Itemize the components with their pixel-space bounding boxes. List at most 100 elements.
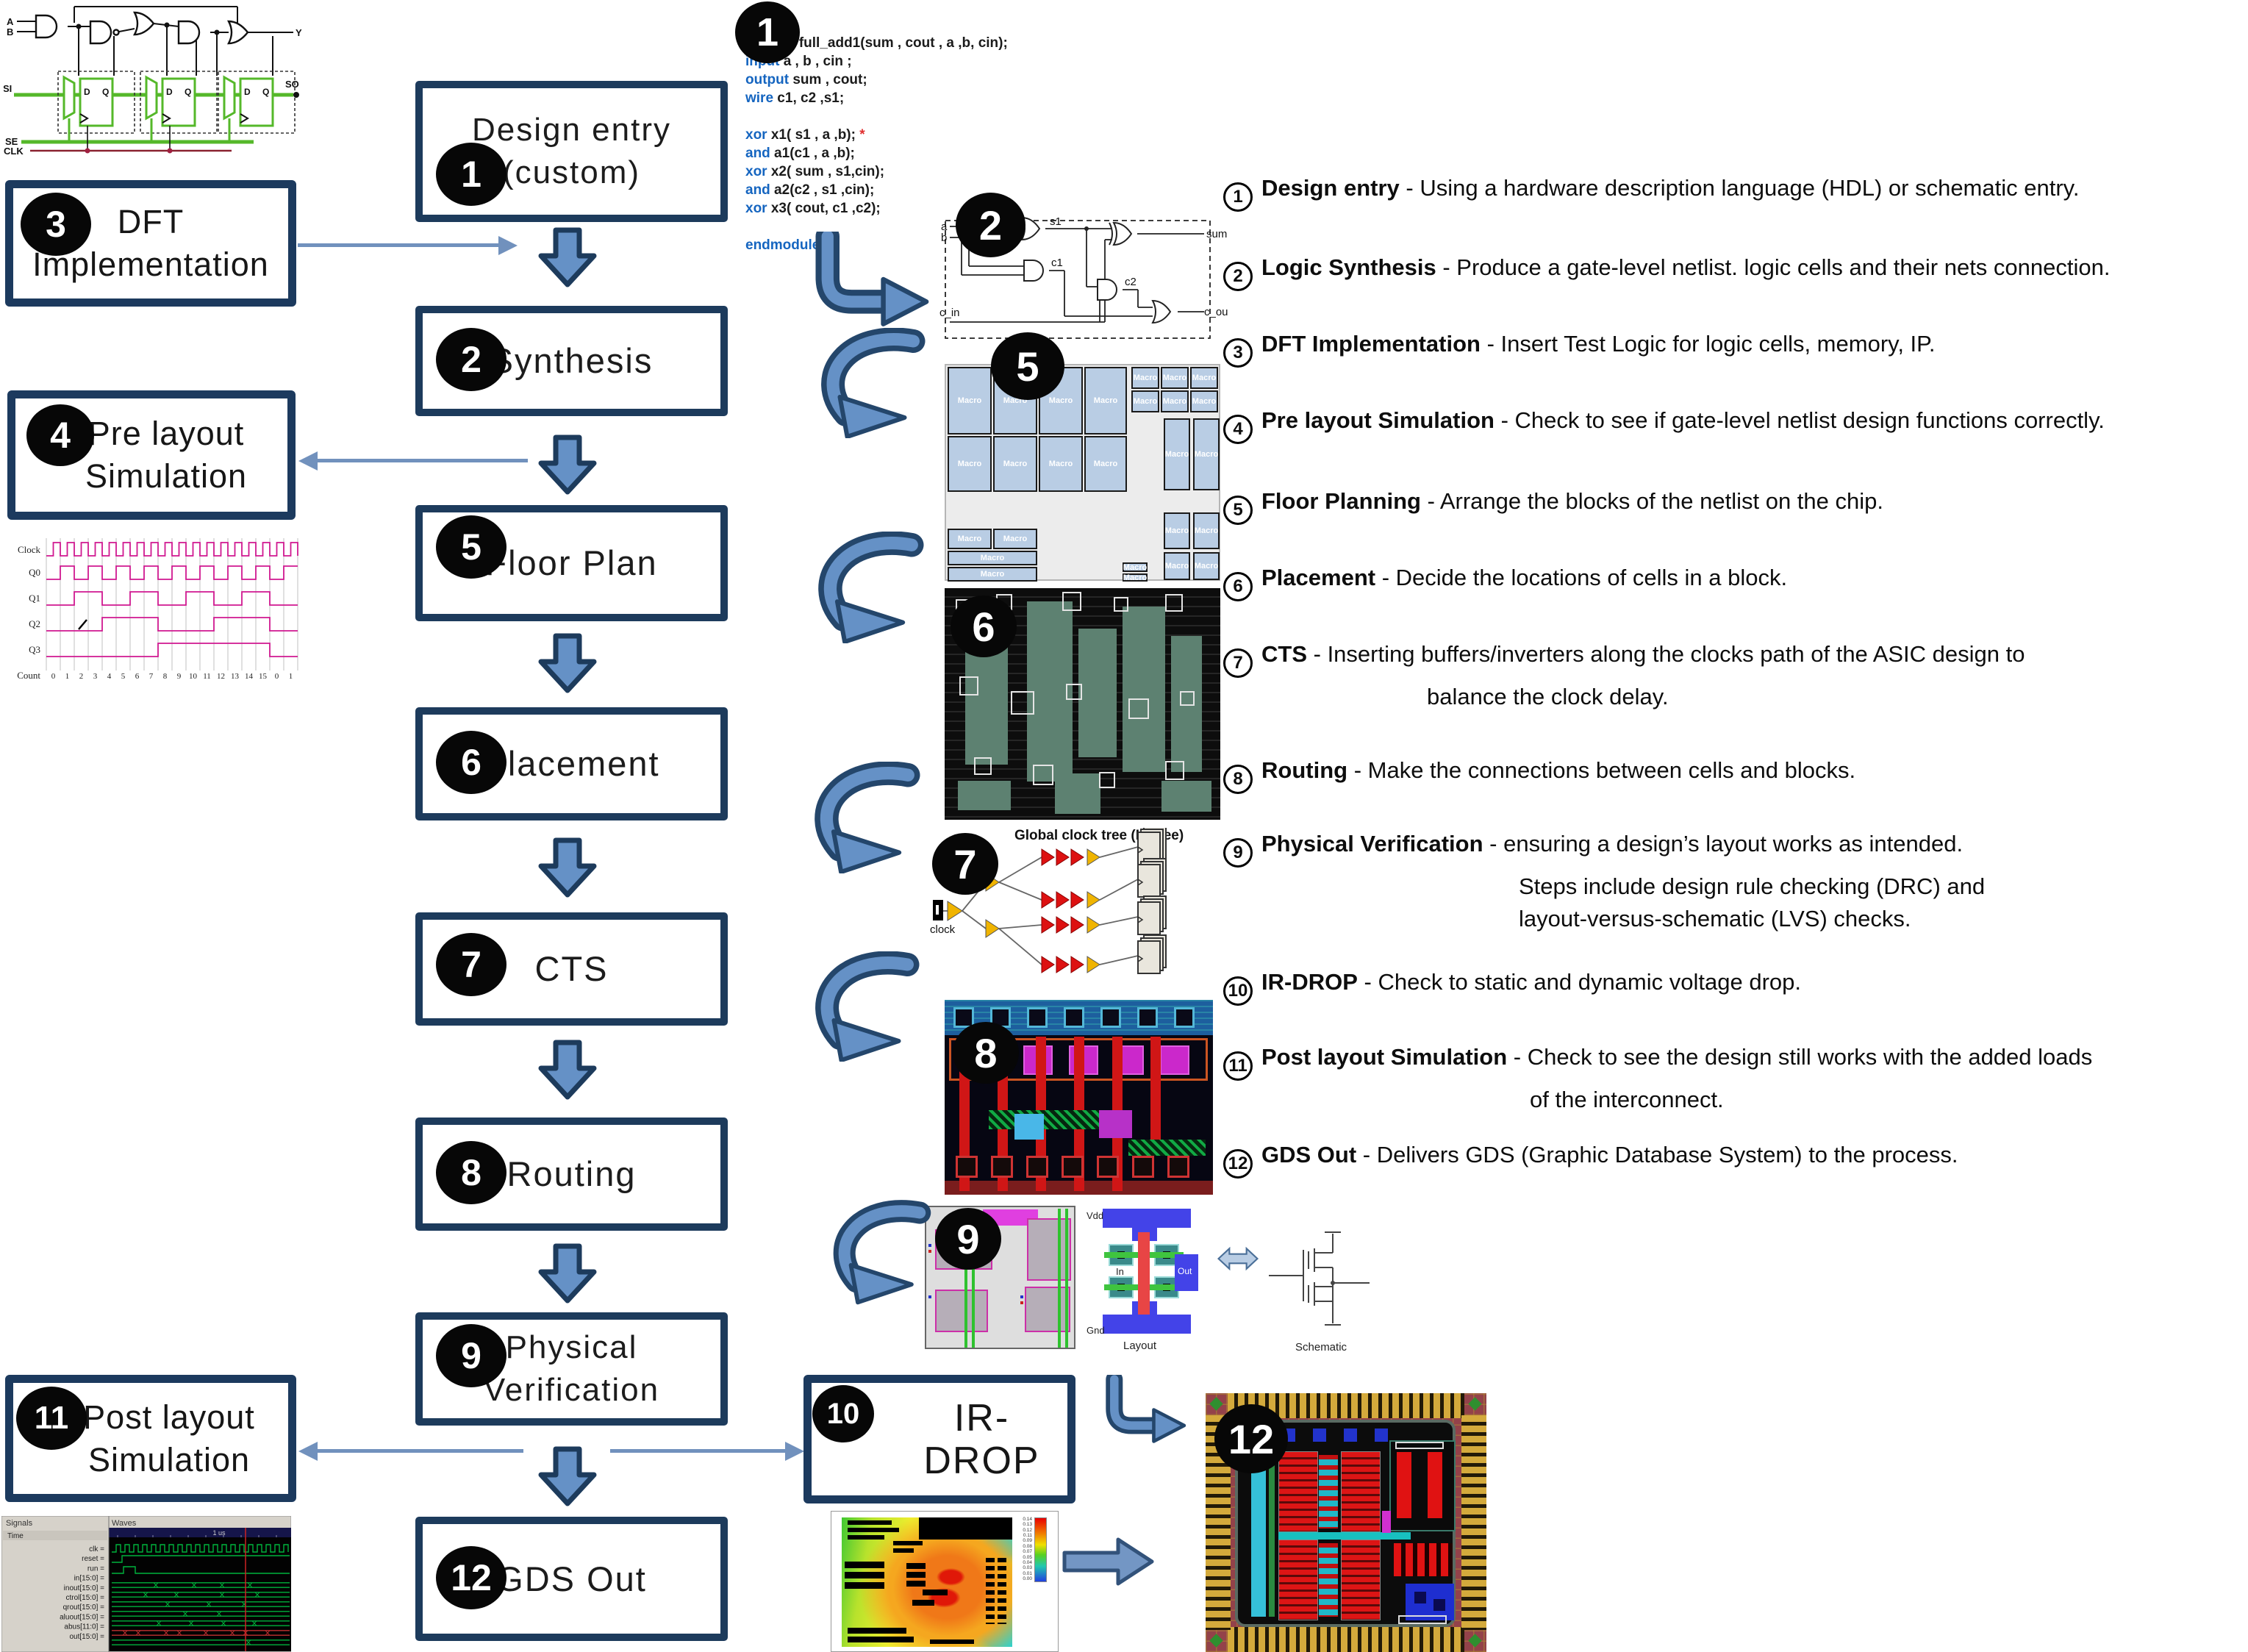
step-desc: Produce a gate-level netlist. logic cell… [1456, 254, 2111, 280]
flow-box-label: Physical [505, 1329, 638, 1365]
macro-block: Macro [1164, 418, 1190, 490]
step-badge-7: 7 [436, 933, 506, 996]
macro-block: Macro [1161, 390, 1189, 412]
cell-outline [1180, 691, 1195, 706]
metal-patch [1014, 1114, 1044, 1140]
heatmap-scale-value: 0.00 [1023, 1576, 1032, 1581]
cell-outline [1066, 684, 1082, 700]
cell-outline [1114, 597, 1128, 612]
svg-text:aluout[15:0] =: aluout[15:0] = [60, 1613, 104, 1621]
macro-block: Macro [1164, 552, 1190, 580]
step-desc-continued: Steps include design rule checking (DRC)… [1519, 873, 1986, 899]
step-number-circle: 2 [1223, 262, 1253, 291]
step-number-circle: 7 [1223, 648, 1253, 678]
svg-text:6: 6 [135, 672, 140, 681]
svg-text:reset =: reset = [82, 1555, 104, 1563]
lvs-layout-caption: Layout [1123, 1340, 1157, 1352]
scan-y-label: Y [296, 27, 302, 38]
svg-text:Q2: Q2 [29, 618, 40, 629]
flow-to-prelayout-arrowhead-icon [298, 451, 318, 471]
verilog-code-line: xor x3( cout, c1 ,c2); [745, 201, 881, 216]
cell-outline [1033, 765, 1053, 785]
svg-text:9: 9 [177, 672, 182, 681]
svg-text:2: 2 [79, 672, 84, 681]
svg-text:1 us: 1 us [212, 1529, 226, 1537]
step-number-circle: 11 [1223, 1051, 1253, 1081]
via-square [1062, 1156, 1084, 1178]
via-square [1027, 1007, 1048, 1028]
equivalence-double-arrow-icon [1217, 1246, 1259, 1271]
placed-block [1027, 601, 1073, 782]
step-desc: Make the connections between cells and b… [1367, 757, 1856, 783]
step-badge-8: 8 [436, 1141, 506, 1204]
flow-down-arrow-icon [538, 227, 597, 287]
placed-block [1161, 781, 1211, 812]
block-right-arrow-icon [1062, 1537, 1154, 1586]
flow-box-label: (custom) [502, 154, 641, 190]
curved-flow-arrow-icon [815, 951, 920, 1062]
heatmap-scale-value: 0.04 [1023, 1559, 1032, 1565]
macro-block: Macro [993, 529, 1037, 549]
heatmap-scale-value: 0.05 [1023, 1554, 1032, 1560]
step-badge-6-image: 6 [951, 596, 1017, 657]
svg-text:inout[15:0] =: inout[15:0] = [64, 1584, 104, 1592]
lvs-schematic-figure [1263, 1206, 1395, 1338]
placed-block [1055, 773, 1100, 814]
svg-text:13: 13 [231, 672, 240, 681]
flow-box-label: Design entry [471, 112, 671, 148]
heatmap-scale-value: 0.14 [1023, 1517, 1032, 1522]
lvs-in-label: In [1116, 1266, 1124, 1277]
post-box-line2: Simulation [87, 1440, 251, 1478]
scan-chain-circuit-figure: D Q D Q D Q [4, 6, 302, 157]
svg-text:Q1: Q1 [29, 593, 40, 604]
step-number-circle: 9 [1223, 838, 1253, 868]
step-badge-4: 4 [26, 404, 94, 466]
svg-text:5: 5 [121, 672, 126, 681]
flow-box-label: Synthesis [490, 341, 654, 380]
cell-outline [1099, 772, 1115, 788]
step-badge-5: 5 [436, 515, 506, 579]
step-desc-continued: layout-versus-schematic (LVS) checks. [1519, 906, 1911, 932]
macro-block: Macro [1193, 512, 1220, 549]
svg-text:qrout[15:0] =: qrout[15:0] = [63, 1603, 105, 1612]
macro-block: Macro [948, 551, 1037, 565]
step-number-circle: 10 [1223, 976, 1253, 1006]
step-name: Physical Verification [1261, 831, 1483, 857]
svg-text:12: 12 [217, 672, 225, 681]
verilog-code-line: wire c1, c2 ,s1; [745, 90, 845, 106]
svg-text:run =: run = [87, 1565, 104, 1573]
step-name: Logic Synthesis [1261, 254, 1436, 280]
heatmap-scale-value: 0.01 [1023, 1570, 1032, 1576]
svg-text:clk =: clk = [89, 1545, 104, 1553]
step-desc-continued: of the interconnect. [1530, 1087, 1724, 1112]
step-desc: Arrange the blocks of the netlist on the… [1439, 488, 1883, 514]
gate-netlist-schematic-figure: a b c_in s1 c1 c2 sum c_out [939, 215, 1228, 339]
curved-flow-arrow-icon [833, 1200, 931, 1305]
step-desc: ensuring a design’s layout works as inte… [1503, 831, 1964, 857]
macro-block: Macro [1164, 512, 1190, 549]
step-number-circle: 4 [1223, 415, 1253, 444]
heatmap-map [842, 1517, 1012, 1647]
via-square [956, 1156, 978, 1178]
step-badge-5-image: 5 [991, 332, 1064, 400]
ir-drop-label: IR-DROP [923, 1396, 1040, 1482]
flow-to-postlayout-arrowhead-icon [298, 1442, 318, 1461]
step-number-circle: 6 [1223, 572, 1253, 601]
flow-box-label: Placement [483, 744, 660, 783]
verilog-code-line: and a2(c2 , s1 ,cin); [745, 182, 875, 198]
svg-text:Signals: Signals [6, 1519, 33, 1528]
adder-sum-label: sum [1206, 228, 1227, 240]
macro-block: Macro [948, 567, 1037, 582]
verilog-code-line [745, 107, 1008, 126]
svg-text:8: 8 [163, 672, 168, 681]
cell-outline [1011, 691, 1034, 715]
flow-to-irdrop-arrowhead-icon [785, 1442, 804, 1461]
via-square [1137, 1007, 1158, 1028]
